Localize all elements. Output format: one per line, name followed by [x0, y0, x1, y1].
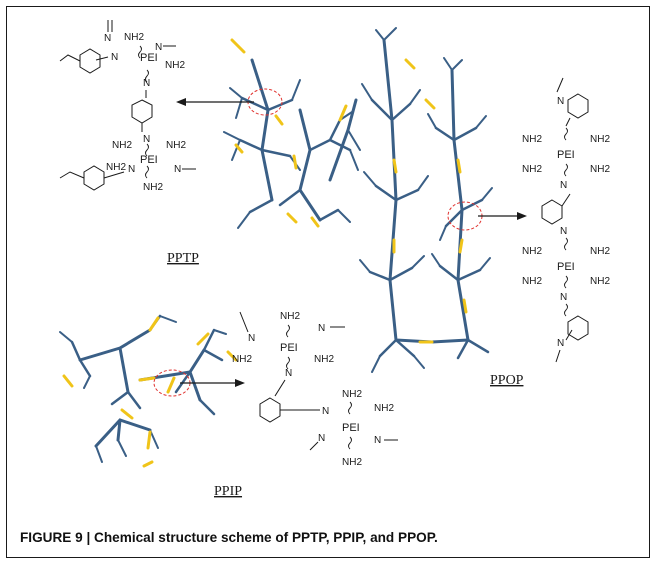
- label-ppop: PPOP: [490, 373, 524, 388]
- svg-text:NH2: NH2: [522, 164, 542, 175]
- svg-text:N: N: [128, 164, 135, 175]
- ppip-arrow: [180, 379, 245, 387]
- svg-text:N: N: [174, 164, 181, 175]
- svg-text:PEI: PEI: [140, 154, 158, 166]
- svg-text:NH2: NH2: [106, 162, 126, 173]
- svg-text:NH2: NH2: [143, 182, 163, 193]
- svg-text:N: N: [143, 78, 150, 89]
- svg-text:NH2: NH2: [374, 403, 394, 414]
- svg-text:NH2: NH2: [166, 140, 186, 151]
- label-ppip: PPIP: [214, 484, 242, 499]
- svg-text:N: N: [285, 368, 292, 379]
- svg-text:N: N: [322, 406, 329, 417]
- svg-text:NH2: NH2: [112, 140, 132, 151]
- svg-text:N: N: [248, 333, 255, 344]
- ppip-structure: NH2 PEI N N NH2 NH2 N N NH2 NH2 PEI N N …: [232, 311, 398, 468]
- svg-text:N: N: [111, 52, 118, 63]
- pptp-structure: PEI NH2 N NH2 N N N N PEI NH2 NH2 NH2 N …: [59, 20, 196, 193]
- svg-text:NH2: NH2: [590, 276, 610, 287]
- svg-text:NH2: NH2: [342, 457, 362, 468]
- svg-text:NH2: NH2: [522, 134, 542, 145]
- pptp-network: [223, 38, 361, 229]
- svg-text:NH2: NH2: [522, 276, 542, 287]
- svg-text:NH2: NH2: [590, 134, 610, 145]
- svg-text:PEI: PEI: [342, 422, 360, 434]
- svg-text:NH2: NH2: [522, 246, 542, 257]
- label-pptp: PPTP: [167, 251, 199, 266]
- svg-text:NH2: NH2: [124, 32, 144, 43]
- svg-text:NH2: NH2: [232, 354, 252, 365]
- svg-text:NH2: NH2: [165, 60, 185, 71]
- svg-text:PEI: PEI: [557, 261, 575, 273]
- ppop-arrow: [478, 212, 527, 220]
- figure-caption: FIGURE 9 | Chemical structure scheme of …: [20, 530, 438, 545]
- svg-text:N: N: [143, 134, 150, 145]
- svg-text:N: N: [557, 338, 564, 349]
- ppop-network: [359, 27, 493, 373]
- ppop-highlight-circle: [447, 201, 483, 231]
- svg-text:NH2: NH2: [590, 246, 610, 257]
- figure-frame: [6, 6, 650, 558]
- svg-text:PEI: PEI: [140, 52, 158, 64]
- svg-text:N: N: [155, 42, 162, 53]
- svg-text:NH2: NH2: [280, 311, 300, 322]
- svg-text:N: N: [318, 433, 325, 444]
- svg-text:NH2: NH2: [314, 354, 334, 365]
- svg-text:PEI: PEI: [557, 149, 575, 161]
- ppop-structure: N PEI NH2 NH2 NH2 NH2 N N PEI NH2 NH2 NH…: [522, 77, 610, 363]
- svg-text:NH2: NH2: [342, 389, 362, 400]
- pptp-arrow: [176, 98, 254, 106]
- svg-text:N: N: [318, 323, 325, 334]
- svg-text:N: N: [557, 96, 564, 107]
- svg-text:N: N: [104, 33, 111, 44]
- ppip-network: [59, 314, 238, 468]
- svg-text:N: N: [560, 180, 567, 191]
- svg-text:N: N: [560, 292, 567, 303]
- svg-text:N: N: [374, 435, 381, 446]
- svg-text:N: N: [560, 226, 567, 237]
- svg-text:PEI: PEI: [280, 342, 298, 354]
- svg-text:NH2: NH2: [590, 164, 610, 175]
